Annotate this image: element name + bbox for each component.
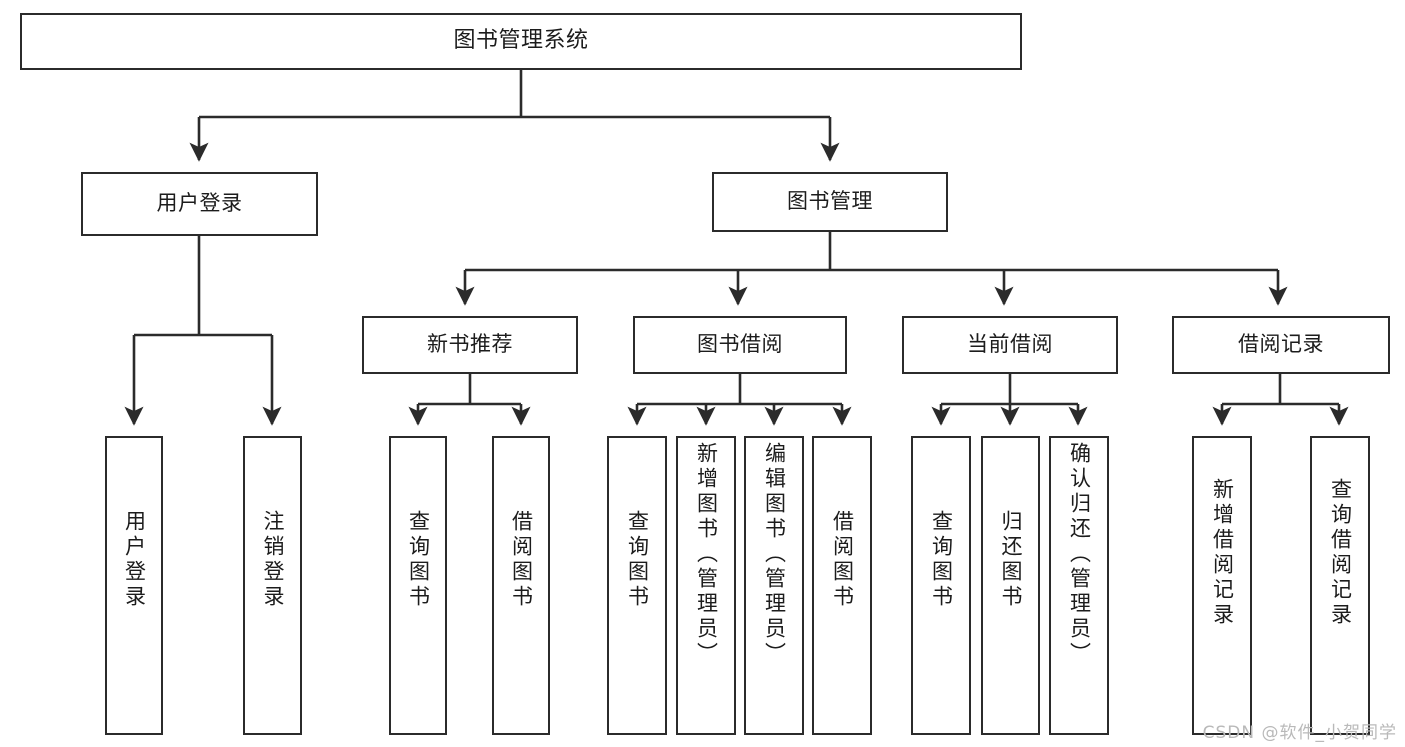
node-label: 查询图书 bbox=[929, 510, 954, 610]
node-borrow-record[interactable]: 借阅记录 bbox=[1172, 316, 1390, 374]
leaf-user-login[interactable]: 用户登录 bbox=[105, 436, 163, 735]
node-label: 归还图书 bbox=[999, 510, 1023, 610]
node-root-system[interactable]: 图书管理系统 bbox=[20, 13, 1022, 70]
node-label: 查询借阅记录 bbox=[1328, 478, 1353, 628]
node-label: 新书推荐 bbox=[427, 332, 513, 357]
node-label: 图书借阅 bbox=[697, 332, 783, 357]
node-label: 查询图书 bbox=[406, 510, 431, 610]
node-book-borrowing[interactable]: 图书借阅 bbox=[633, 316, 847, 374]
leaf-query-borrow-record[interactable]: 查询借阅记录 bbox=[1310, 436, 1370, 735]
watermark: CSDN @软件_小贺同学 bbox=[1202, 723, 1397, 743]
leaf-query-book-3[interactable]: 查询图书 bbox=[911, 436, 971, 735]
node-book-management[interactable]: 图书管理 bbox=[712, 172, 948, 232]
leaf-query-book-1[interactable]: 查询图书 bbox=[389, 436, 447, 735]
node-label: 确认归还（管理员） bbox=[1067, 442, 1092, 667]
node-label: 当前借阅 bbox=[967, 332, 1053, 357]
node-label: 借阅图书 bbox=[830, 510, 855, 610]
node-label: 新增借阅记录 bbox=[1210, 478, 1235, 628]
leaf-edit-book-admin[interactable]: 编辑图书（管理员） bbox=[744, 436, 804, 735]
leaf-query-book-2[interactable]: 查询图书 bbox=[607, 436, 667, 735]
node-label: 用户登录 bbox=[156, 191, 243, 216]
node-label: 借阅记录 bbox=[1238, 332, 1324, 357]
leaf-logout[interactable]: 注销登录 bbox=[243, 436, 302, 735]
node-current-borrowing[interactable]: 当前借阅 bbox=[902, 316, 1118, 374]
node-label: 借阅图书 bbox=[509, 510, 534, 610]
node-label: 注销登录 bbox=[261, 510, 285, 610]
leaf-add-book-admin[interactable]: 新增图书（管理员） bbox=[676, 436, 736, 735]
node-label: 编辑图书（管理员） bbox=[762, 442, 787, 667]
node-label: 新增图书（管理员） bbox=[694, 442, 719, 667]
leaf-confirm-return-admin[interactable]: 确认归还（管理员） bbox=[1049, 436, 1109, 735]
leaf-return-book[interactable]: 归还图书 bbox=[981, 436, 1040, 735]
node-new-book-recommendation[interactable]: 新书推荐 bbox=[362, 316, 578, 374]
leaf-borrow-book-1[interactable]: 借阅图书 bbox=[492, 436, 550, 735]
node-label: 用户登录 bbox=[122, 510, 147, 610]
leaf-add-borrow-record[interactable]: 新增借阅记录 bbox=[1192, 436, 1252, 735]
node-user-login[interactable]: 用户登录 bbox=[81, 172, 318, 236]
node-label: 图书管理系统 bbox=[453, 28, 589, 54]
node-label: 查询图书 bbox=[625, 510, 650, 610]
node-label: 图书管理 bbox=[787, 189, 873, 214]
leaf-borrow-book-2[interactable]: 借阅图书 bbox=[812, 436, 872, 735]
